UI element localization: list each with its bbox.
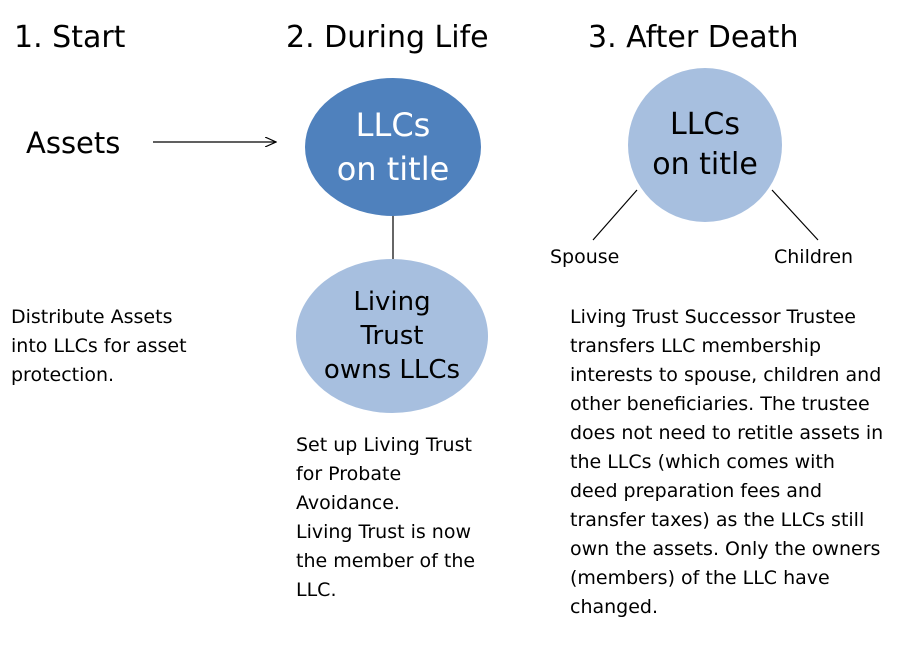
during-life-llc-circle: LLCs on title xyxy=(305,78,481,216)
description-line: Distribute Assets xyxy=(11,306,173,328)
circle-line: Trust xyxy=(360,321,424,351)
after-death-llc-circle: LLCs on title xyxy=(628,68,782,222)
step-3-heading: 3. After Death xyxy=(588,20,799,55)
after-death-description: Living Trust Successor Trustee transfers… xyxy=(570,303,900,622)
spouse-connector xyxy=(592,189,638,241)
description-line: into LLCs for asset xyxy=(11,335,187,357)
description-line: changed. xyxy=(570,596,659,618)
description-line: LLC. xyxy=(296,579,337,601)
start-description: Distribute Assets into LLCs for asset pr… xyxy=(11,303,261,390)
description-line: the member of the xyxy=(296,550,476,572)
step-2-heading: 2. During Life xyxy=(286,20,489,55)
living-trust-circle: Living Trust owns LLCs xyxy=(296,259,488,413)
description-line: does not need to retitle assets in xyxy=(570,422,884,444)
description-line: Living Trust is now xyxy=(296,521,472,543)
assets-label: Assets xyxy=(26,126,121,160)
description-line: transfers LLC membership xyxy=(570,335,821,357)
spouse-label: Spouse xyxy=(550,246,620,268)
description-line: the LLCs (which comes with xyxy=(570,451,835,473)
description-line: deed preparation fees and xyxy=(570,480,823,502)
description-line: interests to spouse, children and xyxy=(570,364,882,386)
circle-line: owns LLCs xyxy=(323,355,461,385)
circle-line: LLCs xyxy=(669,107,740,142)
description-line: for Probate xyxy=(296,463,402,485)
circle-line: on title xyxy=(652,147,758,182)
circle-line: on title xyxy=(336,150,450,188)
during-life-description: Set up Living Trust for Probate Avoidanc… xyxy=(296,431,556,605)
description-line: (members) of the LLC have xyxy=(570,567,830,589)
description-line: Set up Living Trust xyxy=(296,434,472,456)
children-connector xyxy=(771,189,819,241)
circle-line: LLCs xyxy=(355,106,431,144)
step-1-heading: 1. Start xyxy=(14,20,126,55)
description-line: own the assets. Only the owners xyxy=(570,538,881,560)
description-line: Avoidance. xyxy=(296,492,400,514)
description-line: Living Trust Successor Trustee xyxy=(570,306,856,328)
description-line: transfer taxes) as the LLCs still xyxy=(570,509,865,531)
description-line: protection. xyxy=(11,364,115,386)
children-label: Children xyxy=(774,246,854,268)
description-line: other beneficiaries. The trustee xyxy=(570,393,870,415)
circle-line: Living xyxy=(353,287,431,317)
